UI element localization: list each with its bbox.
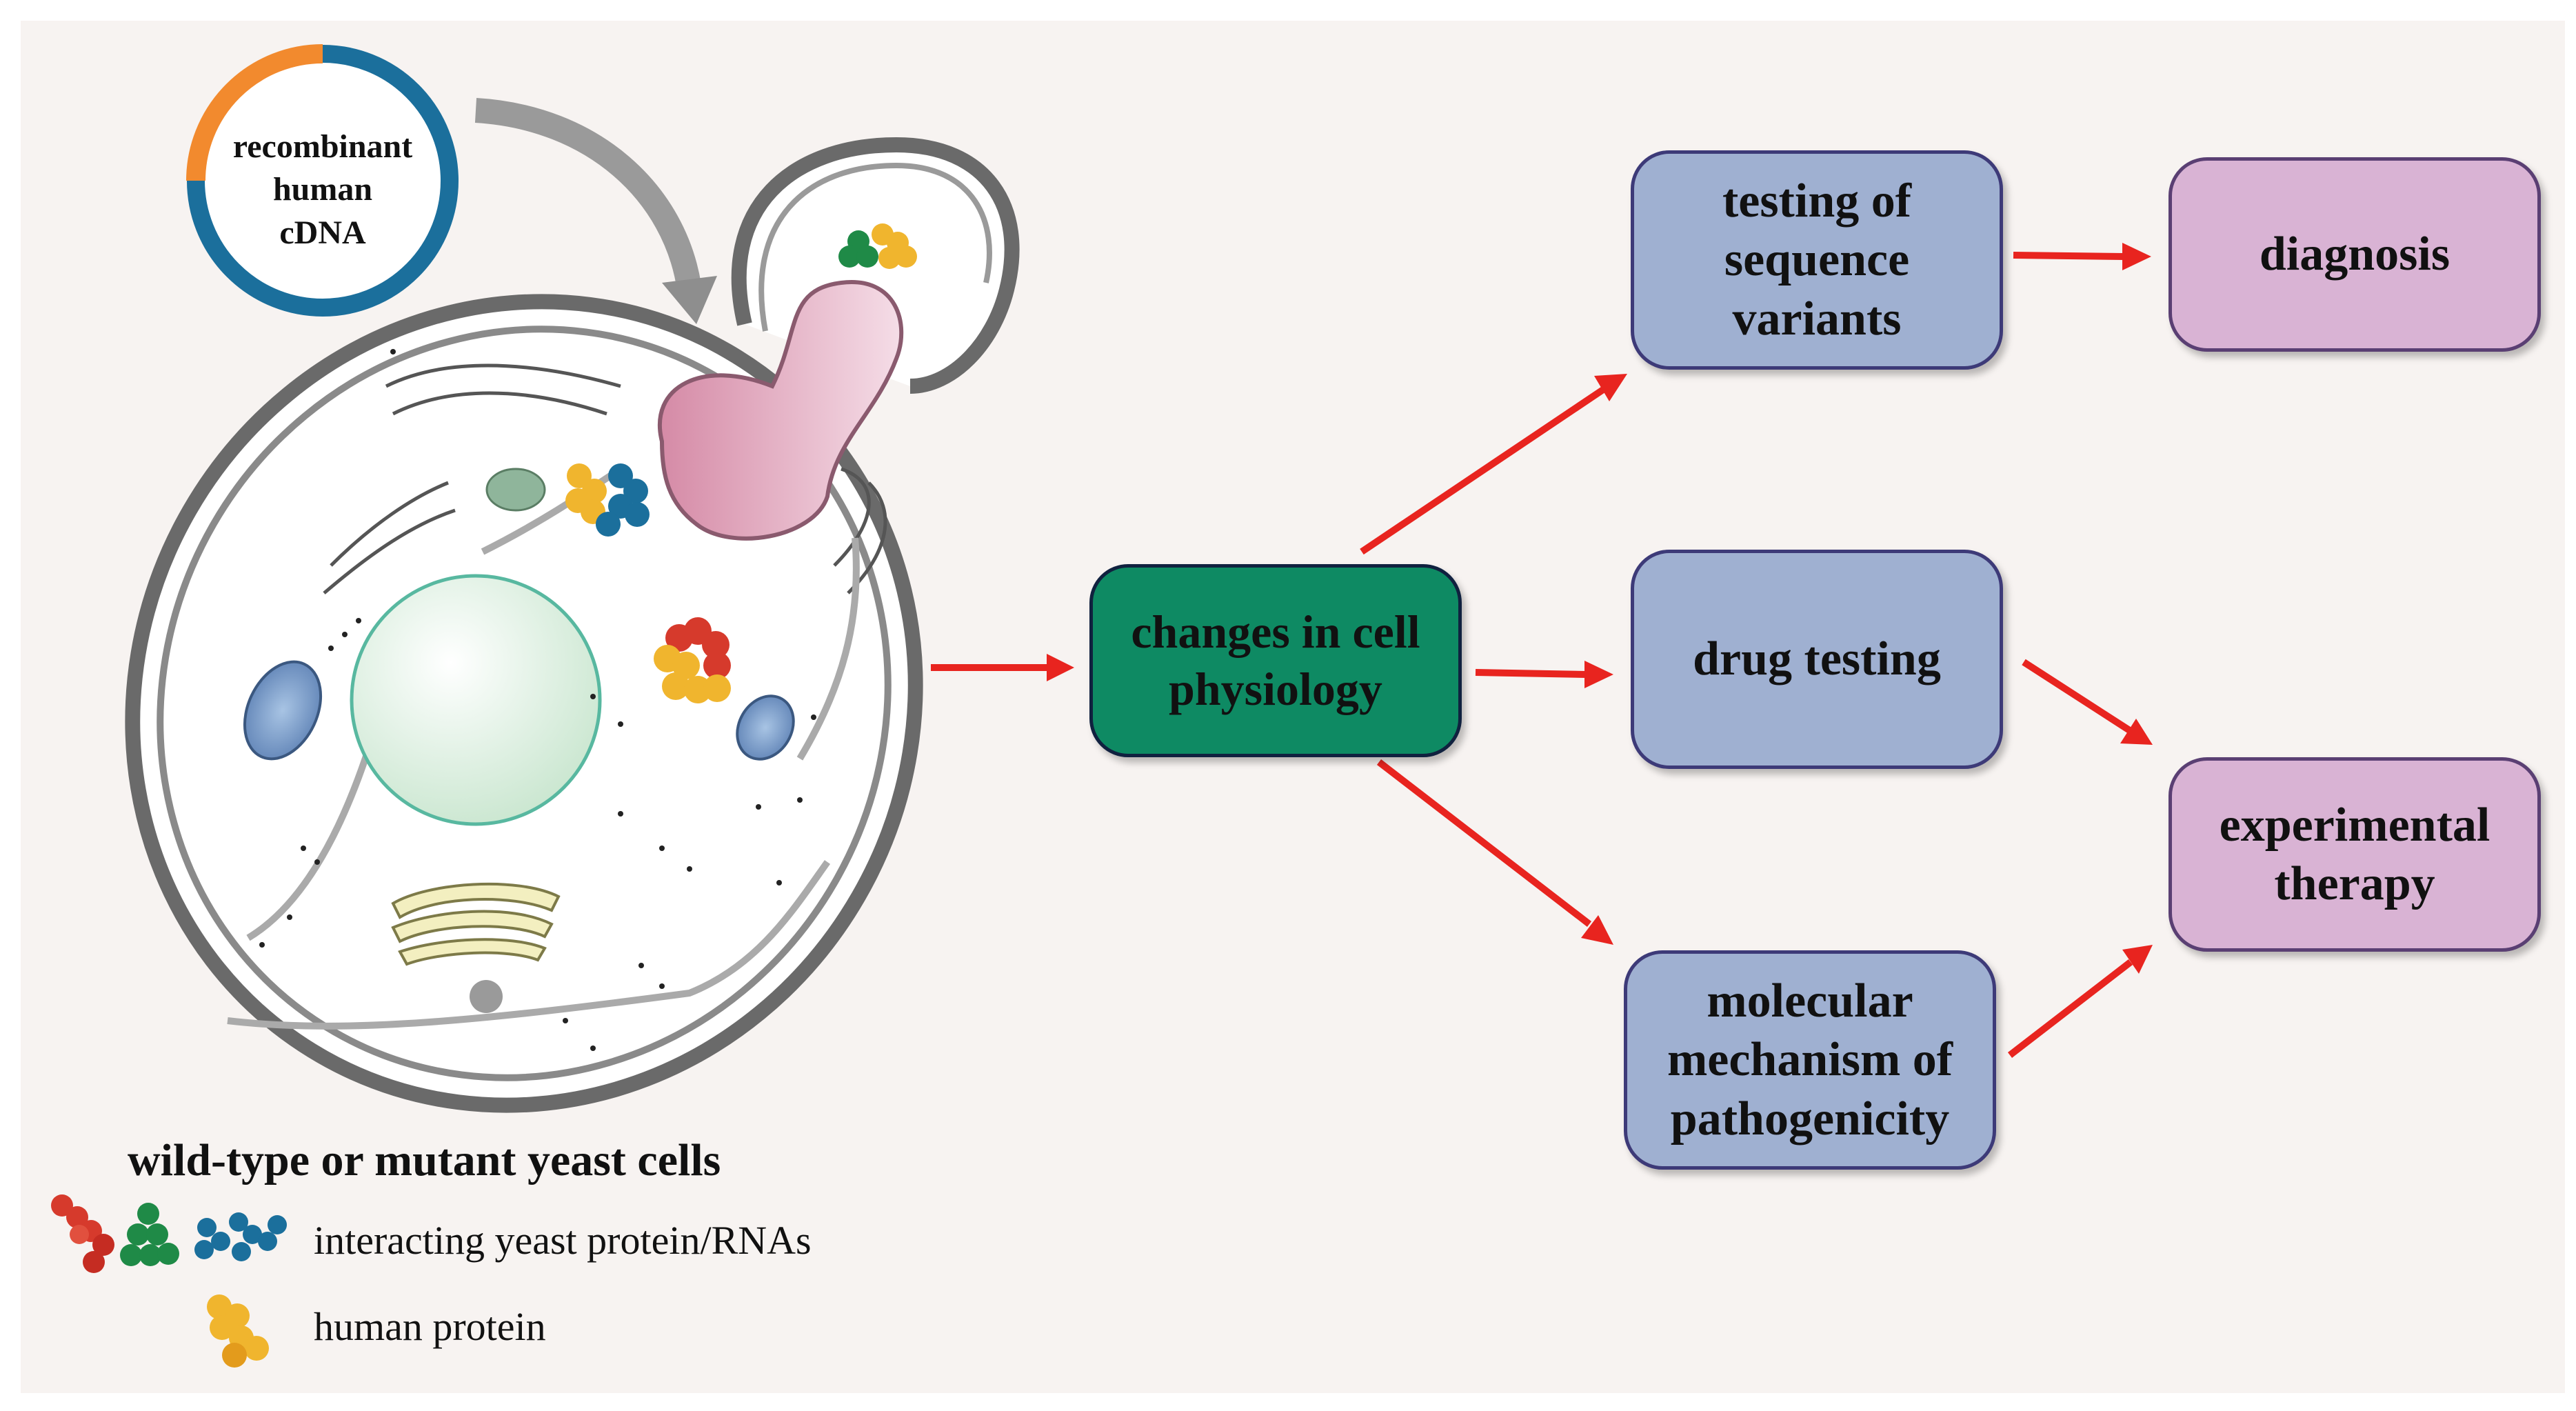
nucleus [350, 574, 602, 826]
mitochondrion-right [736, 694, 795, 761]
ribosome-dots [259, 349, 816, 1051]
plasmid-label: recombinant human cDNA [232, 128, 413, 251]
golgi-apparatus [391, 882, 561, 966]
arrow-drug-to-therapy [2022, 659, 2153, 745]
legend-yeast-protein-icons [51, 1194, 287, 1273]
node-molecular-mechanism: molecular mechanism of pathogenicity [1624, 950, 1996, 1170]
endoplasmic-reticulum [323, 363, 887, 594]
arrow-changes-to-molecular [1376, 759, 1613, 945]
node-diagnosis: diagnosis [2169, 157, 2541, 352]
arrow-molecular-to-therapy [2007, 945, 2153, 1058]
node-therapy-label: experimental therapy [2219, 798, 2491, 910]
node-changes-in-cell-physiology: changes in cell physiology [1089, 564, 1462, 757]
protein-cluster-center [565, 463, 650, 537]
legend-yeast-label: interacting yeast protein/RNAs [314, 1218, 812, 1263]
protein-cluster-right [654, 617, 731, 703]
budding-nucleus [657, 280, 904, 541]
node-experimental-therapy: experimental therapy [2169, 757, 2541, 952]
red-protein-icon [51, 1194, 114, 1273]
blue-rna-icon [194, 1212, 287, 1261]
cell-caption: wild-type or mutant yeast cells [128, 1135, 721, 1185]
protein-cluster-bud [838, 223, 917, 269]
node-testing-label: testing of sequence variants [1722, 174, 1912, 346]
arrow-cell-to-changes [931, 654, 1074, 681]
vesicle [470, 980, 503, 1013]
arrow-changes-to-testing [1360, 374, 1627, 555]
node-drug-testing: drug testing [1631, 550, 2003, 769]
legend-human-label: human protein [314, 1304, 546, 1349]
plasmid-icon [186, 44, 459, 317]
green-protein-icon [120, 1203, 179, 1266]
node-drug-label: drug testing [1693, 632, 1941, 686]
node-diagnosis-label: diagnosis [2259, 228, 2451, 281]
insertion-arrow [474, 98, 702, 292]
node-changes-label: changes in cell physiology [1131, 606, 1420, 715]
node-molecular-label: molecular mechanism of pathogenicity [1667, 974, 1953, 1145]
arrow-testing-to-diagnosis [2013, 243, 2151, 270]
arrow-changes-to-drug [1475, 661, 1613, 688]
vacuole [485, 468, 546, 512]
mitochondrion-left [243, 660, 323, 761]
node-testing-of-sequence-variants: testing of sequence variants [1631, 150, 2003, 370]
legend-human-protein-icon [207, 1294, 269, 1368]
